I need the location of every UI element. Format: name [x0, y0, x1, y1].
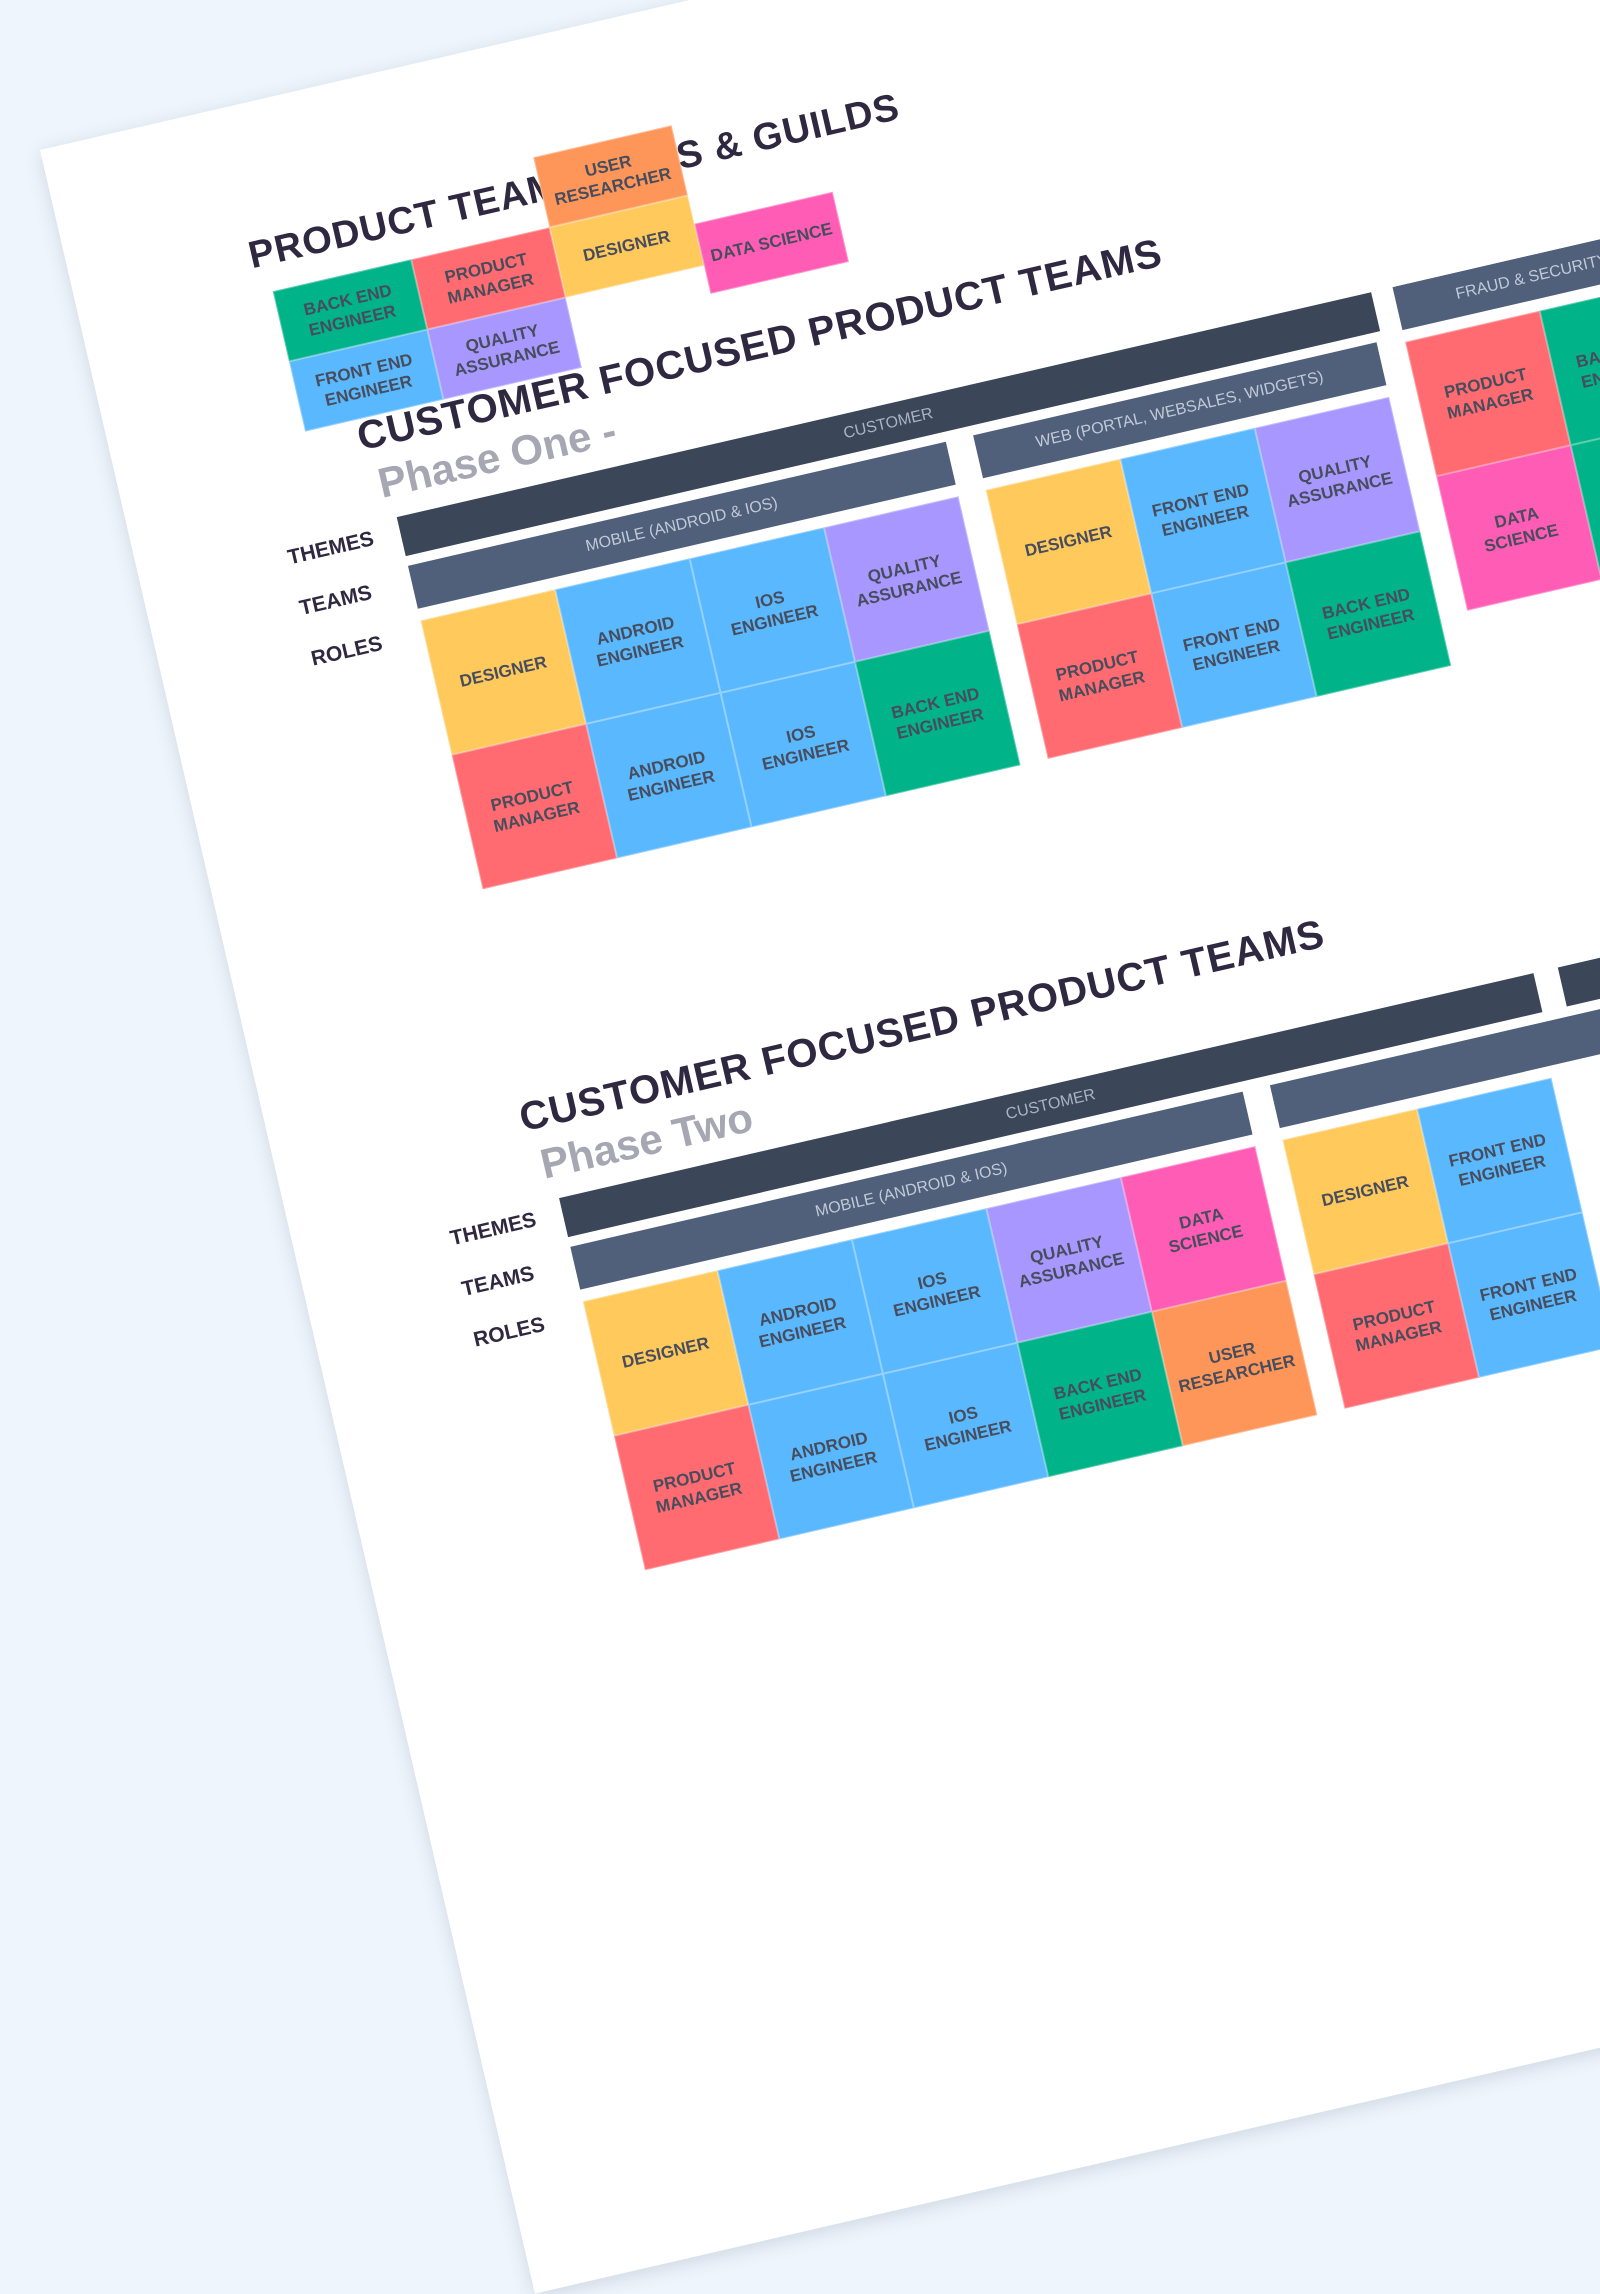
role-label: FRONT END ENGINEER [1181, 614, 1283, 675]
role-label: BACK END ENGINEER [1574, 333, 1600, 392]
role-label: DESIGNER [581, 227, 673, 266]
role-label: DATA SCIENCE [1166, 1204, 1245, 1257]
role-label: ANDROID ENGINEER [787, 1427, 879, 1486]
row-label-themes: THEMES [447, 1208, 539, 1251]
role-label: PRODUCT MANAGER [442, 249, 536, 308]
role-label: BACK END ENGINEER [889, 683, 986, 743]
role-label: QUALITY ASSURANCE [1016, 1231, 1127, 1292]
role-label: PRODUCT MANAGER [1053, 646, 1147, 706]
role-label: USER RESEARCHER [552, 151, 674, 210]
role-card-back-end-engineer: BACK END ENGINEER [855, 630, 1021, 797]
role-label: IOS ENGINEER [760, 721, 852, 775]
legend-item-data-science: DATA SCIENCE [694, 191, 849, 294]
role-label: DESIGNER [620, 1333, 712, 1373]
role-label: ANDROID ENGINEER [625, 746, 717, 806]
theme-bar-phase_two-second: CONSUMER [1557, 810, 1600, 1007]
role-label: DESIGNER [1023, 522, 1114, 561]
role-label: BACK END ENGINEER [1051, 1364, 1148, 1424]
role-label: BACK END ENGINEER [301, 280, 398, 340]
row-label-teams: TEAMS [297, 581, 375, 621]
role-label: FRONT END ENGINEER [1477, 1264, 1579, 1325]
role-label: QUALITY ASSURANCE [1285, 451, 1395, 512]
role-card-back-end-engineer: BACK END ENGINEER [1285, 531, 1452, 697]
role-label: DESIGNER [1319, 1172, 1411, 1211]
role-label: DESIGNER [457, 652, 549, 692]
row-label-themes: THEMES [285, 527, 377, 570]
role-label: BACK END ENGINEER [1320, 584, 1417, 644]
role-card-user-researcher: USER RESEARCHER [1151, 1280, 1318, 1447]
role-label: ANDROID ENGINEER [594, 612, 686, 671]
role-label: IOS ENGINEER [922, 1402, 1014, 1455]
role-label: FRONT END ENGINEER [1150, 479, 1251, 541]
role-label: IOS ENGINEER [891, 1267, 983, 1321]
role-label: BACK END ENGINEER [1589, 462, 1600, 531]
role-label: PRODUCT MANAGER [651, 1458, 744, 1517]
row-label-teams: TEAMS [459, 1261, 537, 1301]
role-label: ANDROID ENGINEER [756, 1293, 848, 1352]
role-label: DATA SCIENCE [1482, 503, 1561, 556]
role-label: PRODUCT MANAGER [1350, 1296, 1444, 1356]
role-label: IOS ENGINEER [729, 587, 821, 640]
role-label: QUALITY ASSURANCE [854, 550, 964, 611]
role-label: PRODUCT MANAGER [488, 777, 582, 836]
row-label-roles: ROLES [308, 631, 385, 671]
role-label: PRODUCT MANAGER [1442, 364, 1536, 423]
role-label: FRONT END ENGINEER [1446, 1129, 1548, 1191]
row-label-roles: ROLES [471, 1312, 547, 1352]
role-label: DATA SCIENCE [708, 219, 835, 266]
role-label: USER RESEARCHER [1176, 1338, 1298, 1397]
